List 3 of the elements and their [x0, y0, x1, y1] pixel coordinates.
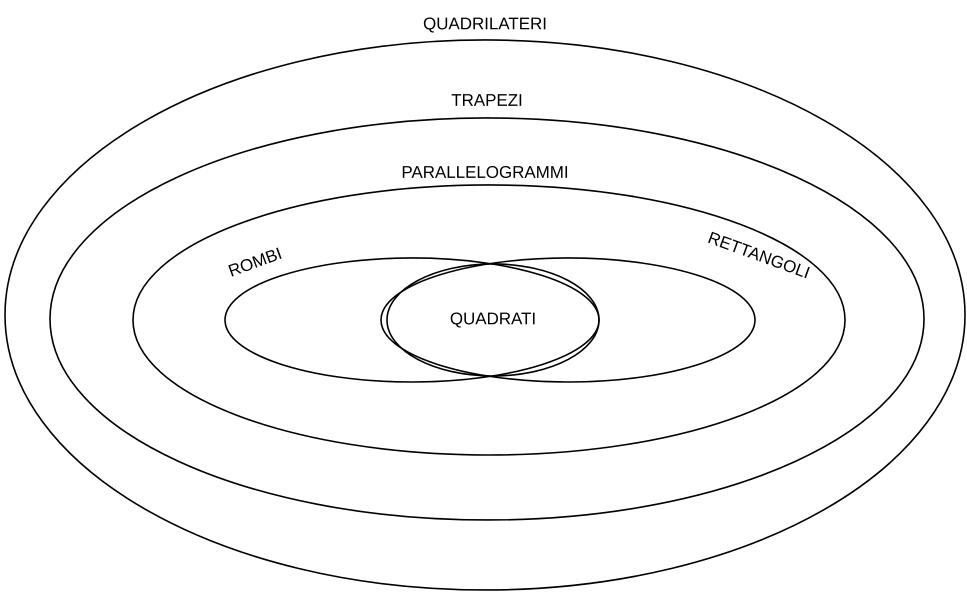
node-label: PARALLELOGRAMMI — [402, 166, 568, 178]
node-label: TRAPEZI — [452, 94, 522, 106]
node-label: QUADRILATERI — [424, 17, 546, 33]
